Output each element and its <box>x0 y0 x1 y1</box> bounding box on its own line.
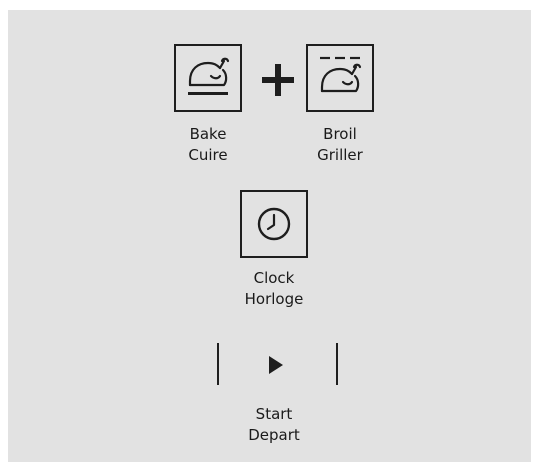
plus-icon <box>258 60 298 100</box>
clock-label-en: Clock <box>234 268 314 289</box>
start-key-left-bar <box>217 343 219 385</box>
broil-label: Broil Griller <box>300 124 380 166</box>
start-label-en: Start <box>234 404 314 425</box>
broil-label-fr: Griller <box>300 145 380 166</box>
clock-button[interactable] <box>240 190 308 258</box>
bake-label: Bake Cuire <box>168 124 248 166</box>
broil-button[interactable] <box>306 44 374 112</box>
bake-label-fr: Cuire <box>168 145 248 166</box>
broil-chicken-icon <box>308 46 372 110</box>
broil-label-en: Broil <box>300 124 380 145</box>
bake-label-en: Bake <box>168 124 248 145</box>
bake-button[interactable] <box>174 44 242 112</box>
start-label: Start Depart <box>234 404 314 446</box>
clock-label-fr: Horloge <box>234 289 314 310</box>
play-icon <box>266 354 286 376</box>
start-key-right-bar <box>336 343 338 385</box>
bake-chicken-icon <box>176 46 240 110</box>
start-label-fr: Depart <box>234 425 314 446</box>
clock-icon <box>242 192 306 256</box>
clock-label: Clock Horloge <box>234 268 314 310</box>
